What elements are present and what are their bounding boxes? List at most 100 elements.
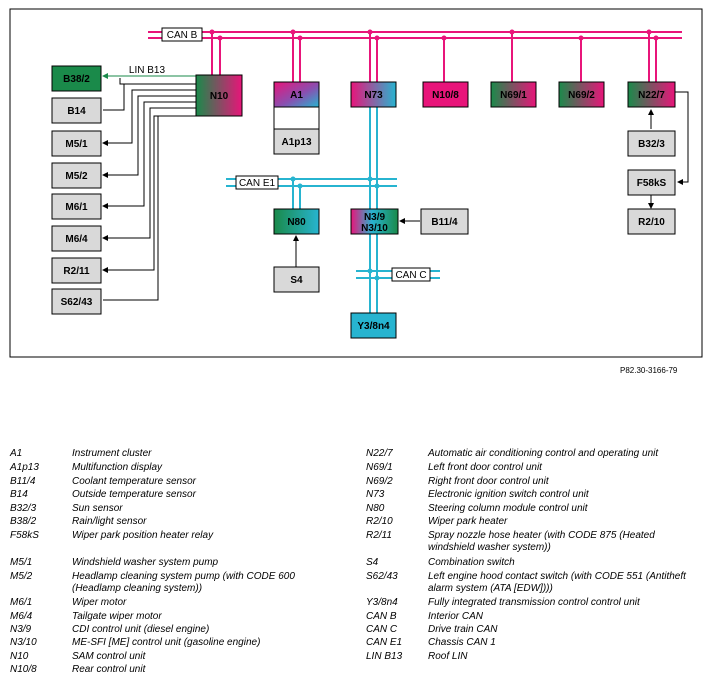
unit-s4: S4 — [273, 266, 320, 293]
can-e1-junctions — [290, 176, 380, 281]
svg-text:N69/2: N69/2 — [568, 90, 595, 101]
svg-text:CAN E1: CAN E1 — [239, 178, 276, 189]
svg-text:M6/1: M6/1 — [65, 202, 88, 213]
can-b-bus — [148, 31, 682, 82]
legend-description: Spray nozzle hose heater (with CODE 875 … — [428, 530, 655, 553]
legend-description: Fully integrated transmission control co… — [428, 597, 640, 608]
unit-s62-43: S62/43 — [51, 288, 102, 315]
unit-y3-8n4: Y3/8n4 — [350, 312, 397, 339]
svg-text:N3/9: N3/9 — [364, 212, 386, 223]
legend-code: S4 — [366, 557, 379, 568]
unit-b38-2: B38/2 — [51, 65, 102, 92]
unit-n10: N10 — [195, 74, 243, 117]
svg-text:R2/11: R2/11 — [63, 266, 90, 277]
unit-m5-1: M5/1 — [51, 130, 102, 157]
legend-code: N10/8 — [10, 664, 37, 675]
svg-text:B11/4: B11/4 — [431, 217, 458, 228]
legend-code: N3/9 — [10, 624, 32, 635]
unit-r2-11: R2/11 — [51, 257, 102, 284]
legend-right: N22/7 Automatic air conditioning control … — [366, 448, 706, 678]
svg-text:N73: N73 — [364, 90, 383, 101]
can-b-label: CAN B — [161, 27, 203, 42]
unit-b11-4: B11/4 — [420, 208, 469, 235]
legend-code: B32/3 — [10, 503, 37, 514]
legend-code: N73 — [366, 489, 385, 500]
legend-description: Tailgate wiper motor — [72, 611, 162, 622]
a1-housing — [273, 106, 320, 130]
svg-text:Y3/8n4: Y3/8n4 — [357, 321, 390, 332]
legend-description: Automatic air conditioning control and o… — [428, 448, 659, 459]
legend-code: R2/11 — [366, 530, 392, 541]
unit-a1: A1 — [273, 81, 320, 108]
unit-m6-4: M6/4 — [51, 225, 102, 252]
svg-text:N10/8: N10/8 — [432, 90, 459, 101]
legend-description: Rear control unit — [72, 664, 146, 675]
legend-code: B14 — [10, 489, 28, 500]
can-e1-label: CAN E1 — [235, 175, 279, 190]
legend-description: Wiper park heater — [428, 516, 508, 527]
legend-code: N10 — [10, 651, 29, 662]
legend-code: R2/10 — [366, 516, 393, 527]
unit-n22-7: N22/7 — [627, 81, 676, 108]
unit-f58ks: F58kS — [627, 169, 676, 196]
unit-m5-2: M5/2 — [51, 162, 102, 189]
svg-text:N3/10: N3/10 — [361, 223, 388, 234]
legend-description: Roof LIN — [428, 651, 468, 662]
unit-n80: N80 — [273, 208, 320, 235]
svg-text:B38/2: B38/2 — [63, 74, 90, 85]
svg-text:N10: N10 — [210, 91, 229, 102]
svg-text:F58kS: F58kS — [637, 178, 667, 189]
legend-description: Left front door control unit — [428, 462, 542, 473]
legend-code: N69/2 — [366, 476, 393, 487]
legend-code: CAN E1 — [366, 637, 403, 648]
legend-code: LIN B13 — [366, 651, 403, 662]
legend-code: F58kS — [10, 530, 39, 541]
n10-wiring — [102, 78, 204, 301]
legend-code: N80 — [366, 503, 385, 514]
svg-text:A1: A1 — [290, 90, 303, 101]
legend-code: M6/4 — [10, 611, 33, 622]
legend-code: N3/10 — [10, 637, 37, 648]
legend-code: A1p13 — [10, 462, 39, 473]
legend-description: Sun sensor — [72, 503, 123, 514]
diagram-frame — [9, 8, 703, 358]
svg-text:CAN B: CAN B — [167, 30, 198, 41]
unit-n69-2: N69/2 — [558, 81, 605, 108]
svg-text:CAN C: CAN C — [395, 270, 426, 281]
legend-code: M5/2 — [10, 571, 33, 582]
legend-description: Interior CAN — [428, 611, 484, 622]
legend-description: Wiper motor — [72, 597, 127, 608]
figure-reference: P82.30-3166-79 — [620, 366, 678, 375]
svg-text:A1p13: A1p13 — [281, 137, 311, 148]
legend-description: Left engine hood contact switch (with CO… — [428, 571, 686, 594]
unit-m6-1: M6/1 — [51, 193, 102, 220]
legend-code: S62/43 — [366, 571, 398, 582]
legend-description: Steering column module control unit — [428, 503, 588, 514]
legend-description: Wiper park position heater relay — [72, 530, 214, 541]
svg-text:N22/7: N22/7 — [638, 90, 665, 101]
svg-text:S4: S4 — [290, 275, 303, 286]
svg-text:S62/43: S62/43 — [61, 297, 93, 308]
svg-text:B32/3: B32/3 — [638, 139, 665, 150]
svg-text:B14: B14 — [67, 106, 86, 117]
legend-description: Chassis CAN 1 — [428, 637, 496, 648]
unit-b14: B14 — [51, 97, 102, 124]
legend-code: B11/4 — [10, 476, 36, 487]
legend-code: CAN B — [366, 611, 397, 622]
lin-b13-line: LIN B13 — [102, 65, 196, 79]
legend-description: Drive train CAN — [428, 624, 498, 635]
unit-b32-3: B32/3 — [627, 130, 676, 157]
svg-text:R2/10: R2/10 — [638, 217, 665, 228]
legend-description: Electronic ignition switch control unit — [428, 489, 589, 500]
legend-code: N22/7 — [366, 448, 393, 459]
legend-description: Coolant temperature sensor — [72, 476, 196, 487]
unit-r2-10: R2/10 — [627, 208, 676, 235]
unit-n3-9-n3-10: N3/9 N3/10 — [350, 208, 399, 235]
legend-code: N69/1 — [366, 462, 393, 473]
can-b-junctions — [209, 29, 659, 41]
legend-description: Right front door control unit — [428, 476, 549, 487]
legend-code: A1 — [10, 448, 23, 459]
svg-text:M5/2: M5/2 — [65, 171, 88, 182]
legend-description: Headlamp cleaning system pump (with CODE… — [72, 571, 295, 594]
legend-description: Rain/light sensor — [72, 516, 147, 527]
